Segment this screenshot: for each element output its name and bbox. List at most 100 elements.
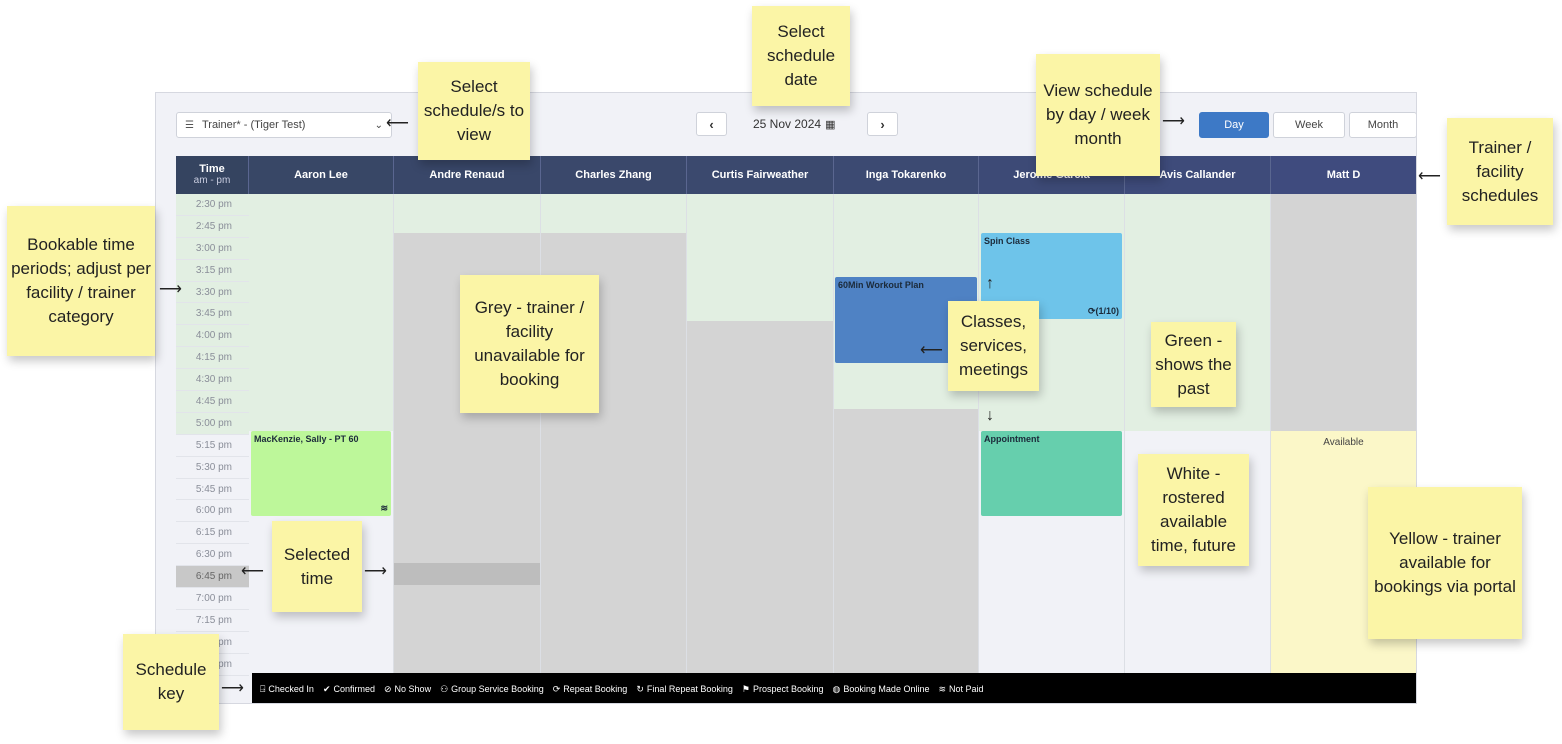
chevron-down-icon: ⌄ [374, 119, 383, 131]
time-slot: 5:00 pm [176, 412, 249, 435]
key-confirmed: ✔Confirmed [323, 684, 375, 695]
note-white: White - rostered available time, future [1138, 454, 1249, 566]
note-view-by: View schedule by day / week month [1036, 54, 1160, 176]
key-label: Group Service Booking [451, 683, 544, 694]
schedule-column-jerome[interactable]: Spin Class ⟳(1/10) Appointment [979, 194, 1125, 676]
flag-icon: ⚑ [741, 683, 750, 694]
filter-sliders-icon: ☰ [185, 119, 194, 131]
time-slot: 7:15 pm [176, 610, 249, 632]
chevron-left-icon: ‹ [709, 116, 714, 132]
arrow-left-icon: ⟵ [241, 563, 264, 580]
checked-in-icon: ⍈ [260, 683, 266, 694]
time-slot-selected[interactable]: 6:45 pm [176, 566, 249, 589]
unavailable-region [834, 409, 978, 676]
event-title: Spin Class [984, 236, 1031, 246]
date-text: 25 Nov 2024 [753, 117, 822, 131]
calendar-icon: ▦ [825, 119, 836, 131]
date-display[interactable]: 25 Nov 2024▦ [753, 117, 835, 131]
time-column: 2:30 pm 2:45 pm 3:00 pm 3:15 pm 3:30 pm … [176, 194, 249, 676]
booking-event[interactable]: MacKenzie, Sally - PT 60 ≋ [251, 431, 391, 516]
confirmed-icon: ✔ [322, 683, 331, 694]
schedule-column-andre[interactable] [394, 194, 541, 676]
key-online: ◍Booking Made Online [833, 684, 930, 695]
column-header-andre[interactable]: Andre Renaud [394, 156, 541, 194]
unavailable-region [1271, 194, 1416, 431]
arrow-right-icon: ⟶ [221, 680, 244, 697]
time-slot: 3:45 pm [176, 303, 249, 326]
chevron-right-icon: › [880, 116, 885, 132]
time-slot: 3:30 pm [176, 281, 249, 304]
selected-time-row[interactable] [394, 563, 540, 585]
key-label: Final Repeat Booking [646, 683, 733, 694]
schedule-column-curtis[interactable] [687, 194, 834, 676]
note-selected: Selected time [272, 521, 362, 612]
key-label: Confirmed [333, 683, 375, 694]
column-header-matt[interactable]: Matt D [1271, 156, 1416, 194]
time-header-sub: am - pm [193, 175, 231, 186]
view-day-button[interactable]: Day [1199, 112, 1269, 138]
key-label: Checked In [268, 683, 314, 694]
time-slot: 3:00 pm [176, 237, 249, 260]
event-title: Appointment [984, 434, 1040, 444]
time-slot: 4:00 pm [176, 325, 249, 348]
key-prospect: ⚑Prospect Booking [742, 684, 824, 695]
key-group-service: ⚇Group Service Booking [440, 684, 544, 695]
note-classes: Classes, services, meetings [948, 301, 1039, 391]
key-label: Not Paid [949, 683, 984, 694]
note-grey: Grey - trainer / facility unavailable fo… [460, 275, 599, 413]
arrow-right-icon: ⟶ [159, 281, 182, 298]
note-key: Schedule key [123, 634, 219, 730]
key-checked-in: ⍈Checked In [260, 684, 314, 695]
column-header-charles[interactable]: Charles Zhang [541, 156, 687, 194]
repeat-booking-icon: ⟳(1/10) [1087, 306, 1119, 316]
time-header-label: Time [199, 163, 225, 175]
repeat-icon: ⟳ [552, 683, 561, 694]
note-select-schedule: Select schedule/s to view [418, 62, 530, 160]
key-final-repeat: ↻Final Repeat Booking [636, 684, 733, 695]
note-yellow: Yellow - trainer available for bookings … [1368, 487, 1522, 639]
trainer-select-value: Trainer* - (Tiger Test) [201, 119, 306, 131]
note-select-date: Select schedule date [752, 6, 850, 106]
schedule-column-inga[interactable]: 60Min Workout Plan [834, 194, 979, 676]
time-slot: 4:30 pm [176, 369, 249, 392]
key-not-paid: ≋Not Paid [938, 684, 983, 695]
trainer-select[interactable]: ☰ Trainer* - (Tiger Test) ⌄ [176, 112, 392, 138]
not-paid-icon: ≋ [938, 683, 947, 694]
column-header-inga[interactable]: Inga Tokarenko [834, 156, 979, 194]
time-slot: 4:45 pm [176, 391, 249, 413]
globe-icon: ◍ [832, 683, 841, 694]
key-label: Booking Made Online [843, 683, 930, 694]
past-region [249, 194, 393, 431]
toolbar: ☰ Trainer* - (Tiger Test) ⌄ ‹ 25 Nov 202… [156, 93, 1416, 153]
key-label: Prospect Booking [753, 683, 824, 694]
time-slot: 5:15 pm [176, 435, 249, 457]
arrow-left-icon: ⟵ [920, 342, 943, 359]
time-column-header: Time am - pm [176, 156, 249, 194]
key-label: No Show [394, 683, 432, 694]
arrow-left-icon: ⟵ [1418, 168, 1441, 185]
view-month-button[interactable]: Month [1349, 112, 1416, 138]
arrow-up-icon: ↑ [986, 275, 994, 292]
arrow-left-icon: ⟵ [386, 115, 409, 132]
time-slot: 2:45 pm [176, 215, 249, 238]
no-show-icon: ⊘ [384, 683, 392, 694]
appointment-event[interactable]: Appointment [981, 431, 1122, 516]
time-slot: 4:15 pm [176, 347, 249, 370]
arrow-down-icon: ↓ [986, 407, 994, 424]
schedule-column-charles[interactable] [541, 194, 687, 676]
schedule-column-avis[interactable] [1125, 194, 1271, 676]
time-slot: 6:00 pm [176, 500, 249, 523]
schedule-key: ⍈Checked In ✔Confirmed ⊘No Show ⚇Group S… [252, 673, 1416, 703]
view-week-button[interactable]: Week [1273, 112, 1345, 138]
event-title: 60Min Workout Plan [838, 280, 924, 290]
time-slot: 3:15 pm [176, 259, 249, 282]
not-paid-icon: ≋ [380, 503, 388, 513]
note-bookable: Bookable time periods; adjust per facili… [7, 206, 155, 356]
column-header-curtis[interactable]: Curtis Fairweather [687, 156, 834, 194]
time-slot: 5:45 pm [176, 479, 249, 501]
final-repeat-icon: ↻ [636, 683, 644, 694]
next-date-button[interactable]: › [867, 112, 898, 136]
prev-date-button[interactable]: ‹ [696, 112, 727, 136]
column-header-aaron[interactable]: Aaron Lee [249, 156, 394, 194]
past-region [541, 194, 686, 233]
